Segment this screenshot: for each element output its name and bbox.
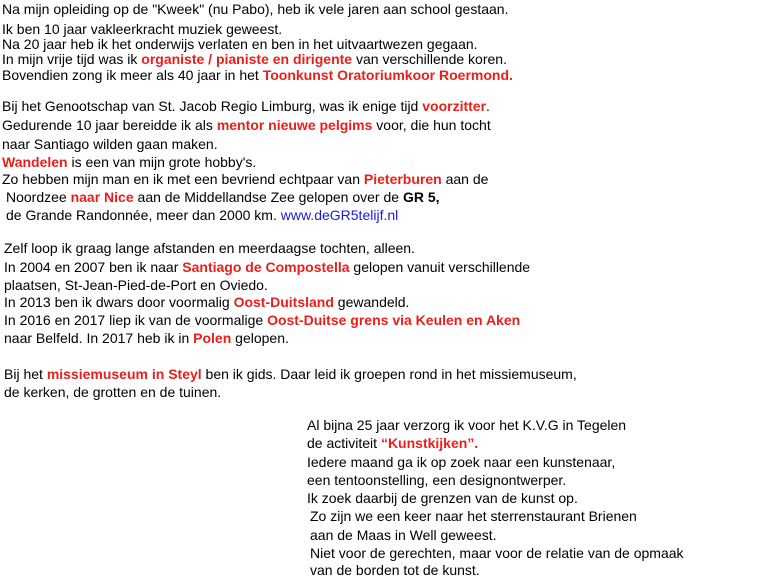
highlight-missiemuseum: missiemuseum in Steyl xyxy=(46,366,202,382)
highlight-organiste: organiste / pianiste en dirigente xyxy=(141,51,353,67)
highlight-kunstkijken: “Kunstkijken”. xyxy=(380,435,479,451)
walks-line-6: naar Belfeld. In 2017 heb ik in Polen ge… xyxy=(4,330,289,346)
walks-line-5: In 2016 en 2017 liep ik van de voormalig… xyxy=(4,312,521,328)
kvg-line-9: van de borden tot de kunst. xyxy=(310,562,480,578)
intro-line-1: Na mijn opleiding op de "Kweek" (nu Pabo… xyxy=(2,1,509,17)
kvg-line-5: Ik zoek daarbij de grenzen van de kunst … xyxy=(307,490,578,506)
highlight-toonkunst: Toonkunst Oratoriumkoor Roermond. xyxy=(262,67,513,83)
museum-line-2: de kerken, de grotten en de tuinen. xyxy=(4,384,222,400)
jacob-line-1: Bij het Genootschap van St. Jacob Regio … xyxy=(2,98,490,114)
intro-line-3: Na 20 jaar heb ik het onderwijs verlaten… xyxy=(2,36,478,52)
museum-line-1: Bij het missiemuseum in Steyl ben ik gid… xyxy=(4,366,577,382)
gr5-website-link[interactable]: www.deGR5telijf.nl xyxy=(280,207,399,223)
jacob-line-3: naar Santiago wilden gaan maken. xyxy=(2,136,218,152)
jacob-line-2: Gedurende 10 jaar bereidde ik als mentor… xyxy=(2,117,491,133)
highlight-wandelen: Wandelen xyxy=(2,154,68,170)
intro-line-2: Ik ben 10 jaar vakleerkracht muziek gewe… xyxy=(2,21,283,37)
kvg-line-6: Zo zijn we een keer naar het sterrenstau… xyxy=(310,508,637,524)
highlight-voorzitter: voorzitter xyxy=(422,98,487,114)
jacob-line-7: de Grande Randonnée, meer dan 2000 km. w… xyxy=(6,207,399,223)
kvg-line-2: de activiteit “Kunstkijken”. xyxy=(307,435,479,451)
walks-line-1: Zelf loop ik graag lange afstanden en me… xyxy=(4,240,415,256)
highlight-mentor: mentor nieuwe pelgims xyxy=(216,117,373,133)
walks-line-4: In 2013 ben ik dwars door voormalig Oost… xyxy=(4,294,410,310)
kvg-line-4: een tentoonstelling, een designontwerper… xyxy=(307,472,567,488)
highlight-polen: Polen xyxy=(193,330,232,346)
jacob-line-5: Zo hebben mijn man en ik met een bevrien… xyxy=(2,171,489,187)
highlight-santiago: Santiago de Compostella xyxy=(182,259,350,275)
jacob-line-6: Noordzee naar Nice aan de Middellandse Z… xyxy=(6,189,440,205)
walks-line-2: In 2004 en 2007 ben ik naar Santiago de … xyxy=(4,259,531,275)
highlight-oost-duitse-grens: Oost-Duitse grens via Keulen en Aken xyxy=(267,312,521,328)
kvg-line-8: Niet voor de gerechten, maar voor de rel… xyxy=(310,545,684,561)
kvg-line-7: aan de Maas in Well geweest. xyxy=(310,527,497,543)
walks-line-3: plaatsen, St-Jean-Pied-de-Port en Oviedo… xyxy=(4,277,268,293)
highlight-oost-duitsland: Oost-Duitsland xyxy=(233,294,334,310)
kvg-line-1: Al bijna 25 jaar verzorg ik voor het K.V… xyxy=(307,417,627,433)
intro-line-5: Bovendien zong ik meer als 40 jaar in he… xyxy=(2,67,513,83)
kvg-line-3: Iedere maand ga ik op zoek naar een kuns… xyxy=(307,454,616,470)
intro-line-4: In mijn vrije tijd was ik organiste / pi… xyxy=(2,51,507,67)
highlight-pieterburen: Pieterburen xyxy=(363,171,442,187)
highlight-naar-nice: naar Nice xyxy=(70,189,134,205)
jacob-line-4: Wandelen is een van mijn grote hobby's. xyxy=(2,154,257,170)
gr5-label: GR 5, xyxy=(402,189,440,205)
